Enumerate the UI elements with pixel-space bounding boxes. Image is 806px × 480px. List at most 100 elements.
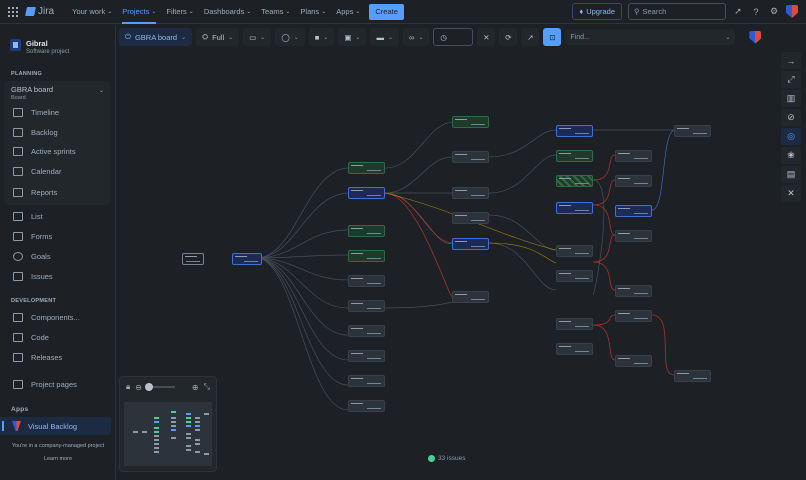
issue-node[interactable] — [348, 375, 385, 387]
issue-node[interactable] — [615, 285, 652, 297]
zoom-out-icon[interactable]: ⊖ — [135, 382, 142, 392]
issue-node[interactable] — [615, 310, 652, 322]
board-root-node[interactable] — [182, 253, 204, 265]
board-selector[interactable]: ⏻GBRA board⌄ — [119, 28, 193, 46]
issue-node[interactable] — [348, 400, 385, 412]
issue-node[interactable] — [615, 355, 652, 367]
issue-node[interactable] — [556, 343, 593, 355]
sidebar-item-forms[interactable]: Forms — [13, 232, 52, 241]
refresh-button[interactable]: ⟳ — [499, 28, 518, 46]
issue-node[interactable] — [452, 187, 489, 199]
app-switcher-icon[interactable] — [8, 6, 18, 17]
learn-more-link[interactable]: Learn more — [43, 456, 73, 462]
nav-filters[interactable]: Filters⌄ — [166, 7, 194, 16]
board-name[interactable]: GBRA board — [11, 85, 54, 94]
sidebar-item-components[interactable]: Components... — [13, 313, 80, 322]
issue-node[interactable] — [615, 230, 652, 242]
issue-node[interactable] — [556, 175, 593, 187]
chevron-down-icon[interactable]: ⌄ — [98, 88, 104, 94]
time-input[interactable]: ◷ — [433, 28, 474, 46]
nav-projects[interactable]: Projects⌄ — [117, 0, 161, 24]
issue-node[interactable] — [452, 116, 489, 128]
issue-node[interactable] — [348, 225, 385, 237]
jira-logo-icon — [25, 7, 36, 16]
issue-node[interactable] — [674, 370, 711, 382]
nav-plans[interactable]: Plans⌄ — [300, 7, 327, 16]
sidebar-item-code[interactable]: Code — [13, 333, 49, 342]
issue-node[interactable] — [615, 205, 652, 217]
issue-node[interactable] — [556, 245, 593, 257]
view-selector[interactable]: ⛭Full⌄ — [196, 28, 240, 46]
fit-view-button[interactable]: ⊡ — [543, 28, 562, 46]
issue-node[interactable] — [348, 162, 385, 174]
dependency-graph-canvas[interactable] — [116, 50, 778, 480]
search-input[interactable]: ⚲Search — [628, 3, 726, 20]
nav-dashboards[interactable]: Dashboards⌄ — [203, 7, 252, 16]
issue-node[interactable] — [556, 270, 593, 282]
issue-node[interactable] — [348, 187, 385, 199]
arrow-right-icon[interactable]: → — [781, 52, 801, 69]
profile-avatar[interactable] — [786, 5, 798, 18]
close-icon[interactable]: ✕ — [781, 185, 801, 202]
nav-apps[interactable]: Apps⌄ — [336, 7, 361, 16]
issue-node[interactable] — [452, 212, 489, 224]
sidebar-item-reports[interactable]: Reports — [13, 188, 57, 197]
issue-node[interactable] — [348, 325, 385, 337]
sidebar-item-project-pages[interactable]: Project pages — [13, 380, 77, 389]
jira-logo[interactable]: Jira — [25, 6, 54, 17]
cycle-icon[interactable]: ◎ — [781, 128, 801, 145]
issue-node[interactable] — [674, 125, 711, 137]
sidebar-item-list[interactable]: List — [13, 212, 43, 221]
display-filter[interactable]: ▣⌄ — [338, 28, 367, 46]
help-icon[interactable]: ? — [753, 6, 759, 17]
create-button[interactable]: Create — [369, 3, 404, 20]
sidebar-item-active-sprints[interactable]: Active sprints — [13, 147, 76, 156]
sidebar-item-timeline[interactable]: Timeline — [13, 108, 59, 117]
folder-filter[interactable]: ▭⌄ — [243, 28, 272, 46]
issue-node[interactable] — [615, 175, 652, 187]
issue-node[interactable] — [556, 125, 593, 137]
find-input[interactable]: Find...⌄ — [565, 29, 736, 45]
issue-node[interactable] — [452, 291, 489, 303]
nav-teams[interactable]: Teams⌄ — [261, 7, 291, 16]
sidebar-item-visual-backlog[interactable]: Visual Backlog — [0, 417, 111, 435]
issue-node[interactable] — [348, 250, 385, 262]
network-icon[interactable]: ❀ — [781, 147, 801, 164]
sidebar-item-calendar[interactable]: Calendar — [13, 167, 61, 176]
issue-node[interactable] — [556, 318, 593, 330]
label-filter[interactable]: ▬⌄ — [370, 28, 399, 46]
expand-button[interactable]: ↗ — [521, 28, 540, 46]
sidebar-item-backlog[interactable]: Backlog — [13, 128, 58, 137]
issue-node[interactable] — [615, 150, 652, 162]
issue-node[interactable] — [348, 300, 385, 312]
minimap[interactable] — [124, 402, 212, 466]
issue-node[interactable] — [556, 202, 593, 214]
issue-node[interactable] — [452, 238, 489, 250]
sidebar-item-issues[interactable]: Issues — [13, 272, 53, 281]
issue-type-filter[interactable]: ■⌄ — [308, 28, 335, 46]
notifications-icon[interactable]: ➚ — [734, 6, 742, 16]
resize-icon[interactable]: ⤢ — [781, 71, 801, 88]
link-filter[interactable]: ∞⌄ — [402, 28, 430, 46]
sidebar-item-goals[interactable]: Goals — [13, 252, 51, 261]
lock-icon[interactable]: 🔒︎ — [126, 382, 131, 391]
issue-node[interactable] — [556, 150, 593, 162]
sidebar-item-releases[interactable]: Releases — [13, 353, 62, 362]
block-icon[interactable]: ⊘ — [781, 109, 801, 126]
issue-node[interactable] — [348, 350, 385, 362]
assignee-filter[interactable]: ◯⌄ — [275, 28, 305, 46]
fit-icon[interactable]: ⤡ — [203, 382, 210, 391]
upgrade-button[interactable]: ♦Upgrade — [572, 3, 622, 20]
issue-node[interactable] — [348, 275, 385, 287]
settings-icon[interactable]: ⚙ — [769, 6, 779, 16]
visual-backlog-logo[interactable] — [749, 30, 762, 44]
issue-node[interactable] — [452, 151, 489, 163]
zoom-slider[interactable] — [144, 383, 175, 391]
zoom-in-icon[interactable]: ⊕ — [191, 382, 199, 392]
clear-button[interactable]: ✕ — [477, 28, 496, 46]
columns-icon[interactable]: ▥ — [781, 90, 801, 107]
nav-your-work[interactable]: Your work⌄ — [72, 7, 113, 16]
layout-icon[interactable]: ▤ — [781, 166, 801, 183]
epic-root-node[interactable] — [232, 253, 262, 265]
